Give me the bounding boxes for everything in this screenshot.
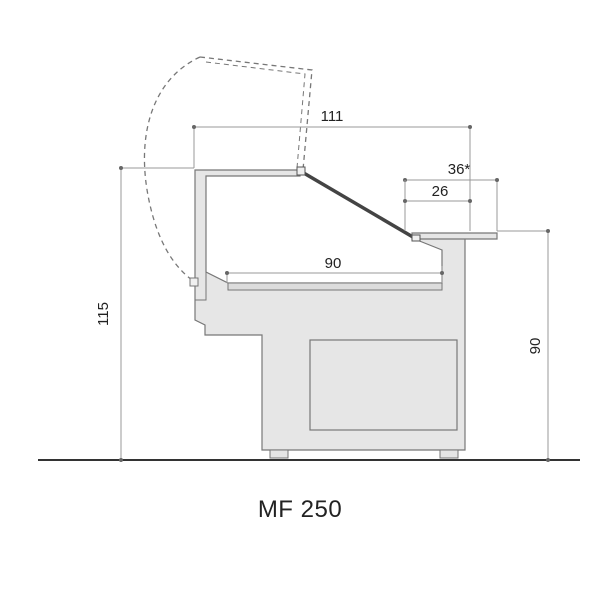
dim-26-label: 26	[432, 183, 449, 200]
dim-36-label: 36*	[448, 161, 471, 178]
dim-26-dot-left	[403, 199, 407, 203]
dim-115-dot-top	[119, 166, 123, 170]
dim-111-dot-right	[468, 125, 472, 129]
dim-90-height-dot-top	[546, 229, 550, 233]
front-panel-return	[195, 272, 207, 301]
glass-opening-arc	[143, 56, 201, 281]
dim-111-label: 111	[321, 108, 344, 125]
glass-closed	[301, 170, 419, 242]
dim-90-depth-label: 90	[325, 255, 342, 272]
dim-111-dot-left	[192, 125, 196, 129]
shelf-bracket	[411, 234, 421, 242]
model-title: MF 250	[257, 496, 343, 523]
well-floor	[227, 282, 443, 291]
dim-90-height-label: 90	[527, 338, 544, 355]
base-recess-panel	[309, 339, 458, 431]
dim-90-depth-dot-right	[440, 271, 444, 275]
front-clip	[189, 277, 199, 287]
foot-back	[439, 449, 459, 459]
glass-open-position	[199, 56, 313, 171]
dim-26-dot-right	[468, 199, 472, 203]
foot-front	[269, 449, 289, 459]
glass-open-position-inner	[205, 61, 306, 169]
dim-115-label: 115	[95, 302, 112, 326]
dim-36-dot-right	[495, 178, 499, 182]
dim-90-depth-dot-left	[225, 271, 229, 275]
rear-shelf	[411, 232, 498, 240]
dim-115-dot-bottom	[119, 458, 123, 462]
glass-hinge	[296, 166, 306, 176]
dim-90-height-dot-bottom	[546, 458, 550, 462]
